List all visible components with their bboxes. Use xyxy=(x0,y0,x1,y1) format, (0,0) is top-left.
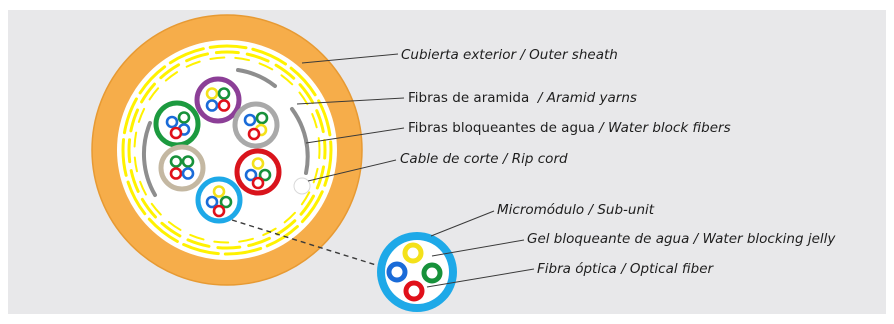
label-sub-unit: Micromódulo / Sub-unit xyxy=(497,202,655,218)
cable-cross-section xyxy=(91,14,363,286)
subunit-red xyxy=(234,148,282,196)
detail-fiber-green xyxy=(421,262,443,284)
label-water-block-fibers: Fibras bloqueantes de agua / Water block… xyxy=(408,120,731,136)
fiber-yellow xyxy=(205,87,219,100)
subunit-tan xyxy=(158,144,206,192)
label-outer-sheath: Cubierta exterior / Outer sheath xyxy=(401,47,618,63)
fiber-green xyxy=(217,87,231,100)
label-rip-cord: Cable de corte / Rip cord xyxy=(400,151,568,167)
detail-fiber-yellow xyxy=(402,242,424,264)
subunit-blue xyxy=(195,176,243,224)
detail-fiber-red xyxy=(403,280,425,302)
detail-fiber-blue xyxy=(386,261,408,283)
aramid-yarns xyxy=(121,44,333,256)
label-aramid-yarns: Fibras de aramida / Aramid yarns xyxy=(408,90,637,106)
fiber-blue xyxy=(205,99,219,112)
subunit-purple xyxy=(194,76,242,124)
fiber-red xyxy=(217,99,231,112)
rip-cord xyxy=(293,177,311,195)
label-optical-fiber: Fibra óptica / Optical fiber xyxy=(537,261,714,277)
zoom-leader xyxy=(231,219,377,266)
subunit-grey xyxy=(232,101,280,149)
label-water-blocking-jelly: Gel bloqueante de agua / Water blocking … xyxy=(527,231,836,247)
cable-core xyxy=(117,40,337,260)
subunit-green xyxy=(153,100,201,148)
leader-lines xyxy=(296,53,535,288)
water-block-fibers xyxy=(141,68,310,197)
